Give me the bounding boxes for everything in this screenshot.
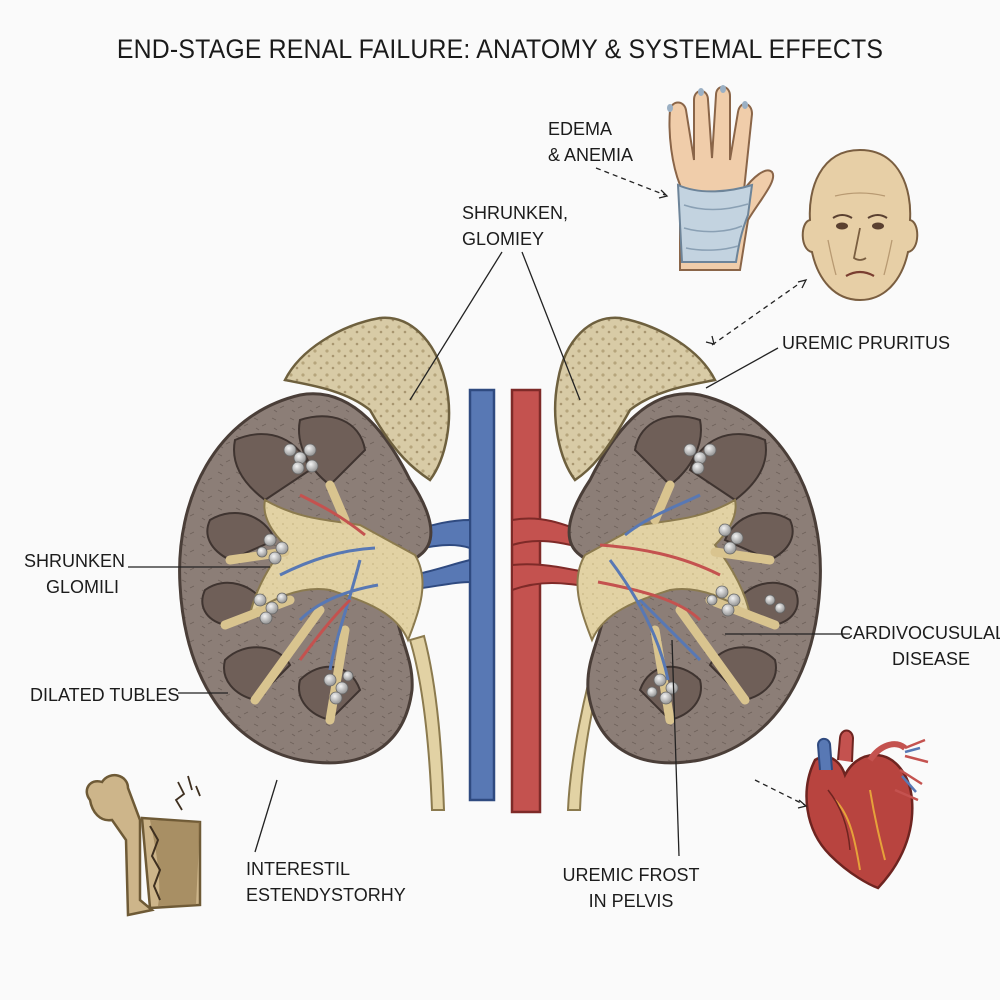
heart-icon (805, 729, 929, 890)
label-line: CARDIVOCUSULAL (840, 623, 1000, 643)
hand-icon (667, 85, 775, 271)
label-line: UREMIC FROST (562, 865, 700, 885)
label-line: INTERESTIL (246, 859, 351, 879)
label-line: ESTENDYSTORHY (246, 885, 406, 905)
label-line: EDEMA (548, 119, 613, 139)
leader-lines (128, 167, 850, 857)
label-line: GLOMILI (46, 577, 120, 597)
label-line: SHRUNKEN (24, 551, 126, 571)
right-kidney-icon (553, 316, 822, 811)
label-uremic-frost: UREMIC FROST IN PELVIS (546, 862, 716, 914)
label-line: & ANEMIA (548, 145, 634, 165)
label-dilated-tubles: DILATED TUBLES (30, 682, 179, 708)
label-line: GLOMIEY (462, 229, 545, 249)
page-title: END-STAGE RENAL FAILURE: ANATOMY & SYSTE… (116, 34, 884, 64)
label-interestil: INTERESTIL ESTENDYSTORHY (246, 856, 406, 908)
left-adrenal-gland (283, 316, 451, 482)
right-adrenal-gland (553, 316, 717, 482)
label-shrunken-glomili: SHRUNKEN GLOMILI (24, 548, 125, 600)
bone-icon (85, 773, 202, 917)
aorta (510, 388, 542, 814)
label-line: DISEASE (891, 649, 971, 669)
label-line: DILATED TUBLES (30, 685, 180, 705)
label-edema-anemia: EDEMA & ANEMIA (548, 116, 633, 168)
vena-cava (468, 388, 496, 802)
face-icon (801, 148, 919, 302)
label-cardiovocusular-disease: CARDIVOCUSULAL DISEASE (840, 620, 1000, 672)
label-line: UREMIC PRURITUS (782, 333, 951, 353)
label-uremic-pruritus: UREMIC PRURITUS (782, 330, 950, 356)
label-shrunken-glomiey: SHRUNKEN, GLOMIEY (462, 200, 568, 252)
label-line: SHRUNKEN, (462, 203, 569, 223)
left-kidney-icon (178, 316, 451, 811)
label-line: IN PELVIS (588, 891, 674, 911)
